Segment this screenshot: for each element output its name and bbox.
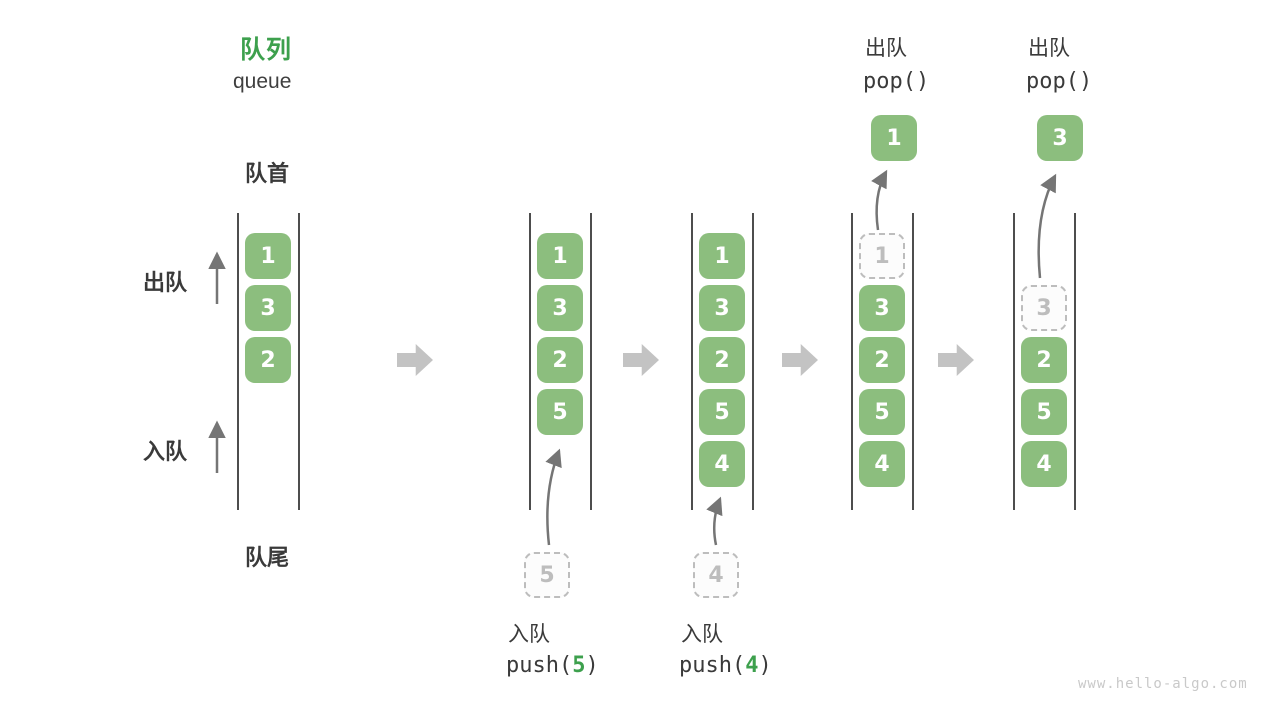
code-fn: push(: [506, 653, 573, 678]
popped-item-box: 1: [871, 115, 917, 161]
incoming-ghost-box: 4: [693, 552, 739, 598]
pop1-arrow-icon: [871, 169, 888, 231]
queue-item-box: 3: [859, 285, 905, 331]
page-title: 队列: [240, 36, 293, 64]
queue-item-box: 1: [245, 233, 291, 279]
queue-item-box: 2: [859, 337, 905, 383]
queue-wall: [237, 213, 239, 510]
removed-ghost-box: 1: [859, 233, 905, 279]
queue-wall: [752, 213, 754, 510]
queue-item-box: 1: [699, 233, 745, 279]
queue-item-box: 2: [537, 337, 583, 383]
queue-wall: [590, 213, 592, 510]
queue-item-box: 5: [699, 389, 745, 435]
queue-front-label: 队首: [245, 161, 290, 186]
queue-item-box: 3: [537, 285, 583, 331]
queue-item-box: 5: [859, 389, 905, 435]
code-close: ): [758, 653, 772, 678]
queue-item-box: 2: [1021, 337, 1067, 383]
enqueue-op-code: push(4): [679, 653, 772, 678]
code-close: ): [585, 653, 599, 678]
dequeue-op-label: 出队: [865, 37, 907, 60]
queue-wall: [529, 213, 531, 510]
watermark: www.hello-algo.com: [1078, 676, 1248, 692]
push4-arrow-icon: [706, 496, 723, 546]
queue-item-box: 1: [537, 233, 583, 279]
code-arg: 5: [572, 653, 586, 678]
dequeue-op-code: pop(): [1026, 69, 1093, 94]
enqueue-op-code: push(5): [506, 653, 599, 678]
dequeue-op-label: 出队: [1028, 37, 1070, 60]
code-fn: push(: [679, 653, 746, 678]
step-block-arrow-icon: [623, 344, 659, 376]
queue-wall: [851, 213, 853, 510]
queue-item-box: 5: [1021, 389, 1067, 435]
queue-rear-label: 队尾: [245, 545, 290, 570]
queue-wall: [912, 213, 914, 510]
step-block-arrow-icon: [938, 344, 974, 376]
step-block-arrow-icon: [782, 344, 818, 376]
queue-item-box: 4: [859, 441, 905, 487]
push5-arrow-icon: [545, 448, 562, 546]
enqueue-op-label: 入队: [681, 623, 723, 646]
queue-item-box: 3: [245, 285, 291, 331]
step-block-arrow-icon: [397, 344, 433, 376]
queue-item-box: 3: [699, 285, 745, 331]
queue-item-box: 2: [699, 337, 745, 383]
removed-ghost-box: 3: [1021, 285, 1067, 331]
queue-wall: [298, 213, 300, 510]
queue-item-box: 2: [245, 337, 291, 383]
incoming-ghost-box: 5: [524, 552, 570, 598]
queue-wall: [1013, 213, 1015, 510]
queue-item-box: 4: [699, 441, 745, 487]
page-subtitle: queue: [233, 70, 292, 93]
code-arg: 4: [745, 653, 759, 678]
enqueue-op-label: 入队: [508, 623, 550, 646]
queue-item-box: 4: [1021, 441, 1067, 487]
popped-item-box: 3: [1037, 115, 1083, 161]
dequeue-op-code: pop(): [863, 69, 930, 94]
dequeue-side-label: 出队: [143, 270, 188, 295]
queue-item-box: 5: [537, 389, 583, 435]
pop3-arrow-icon: [1037, 173, 1057, 279]
enqueue-side-label: 入队: [143, 439, 188, 464]
queue-wall: [1074, 213, 1076, 510]
queue-wall: [691, 213, 693, 510]
